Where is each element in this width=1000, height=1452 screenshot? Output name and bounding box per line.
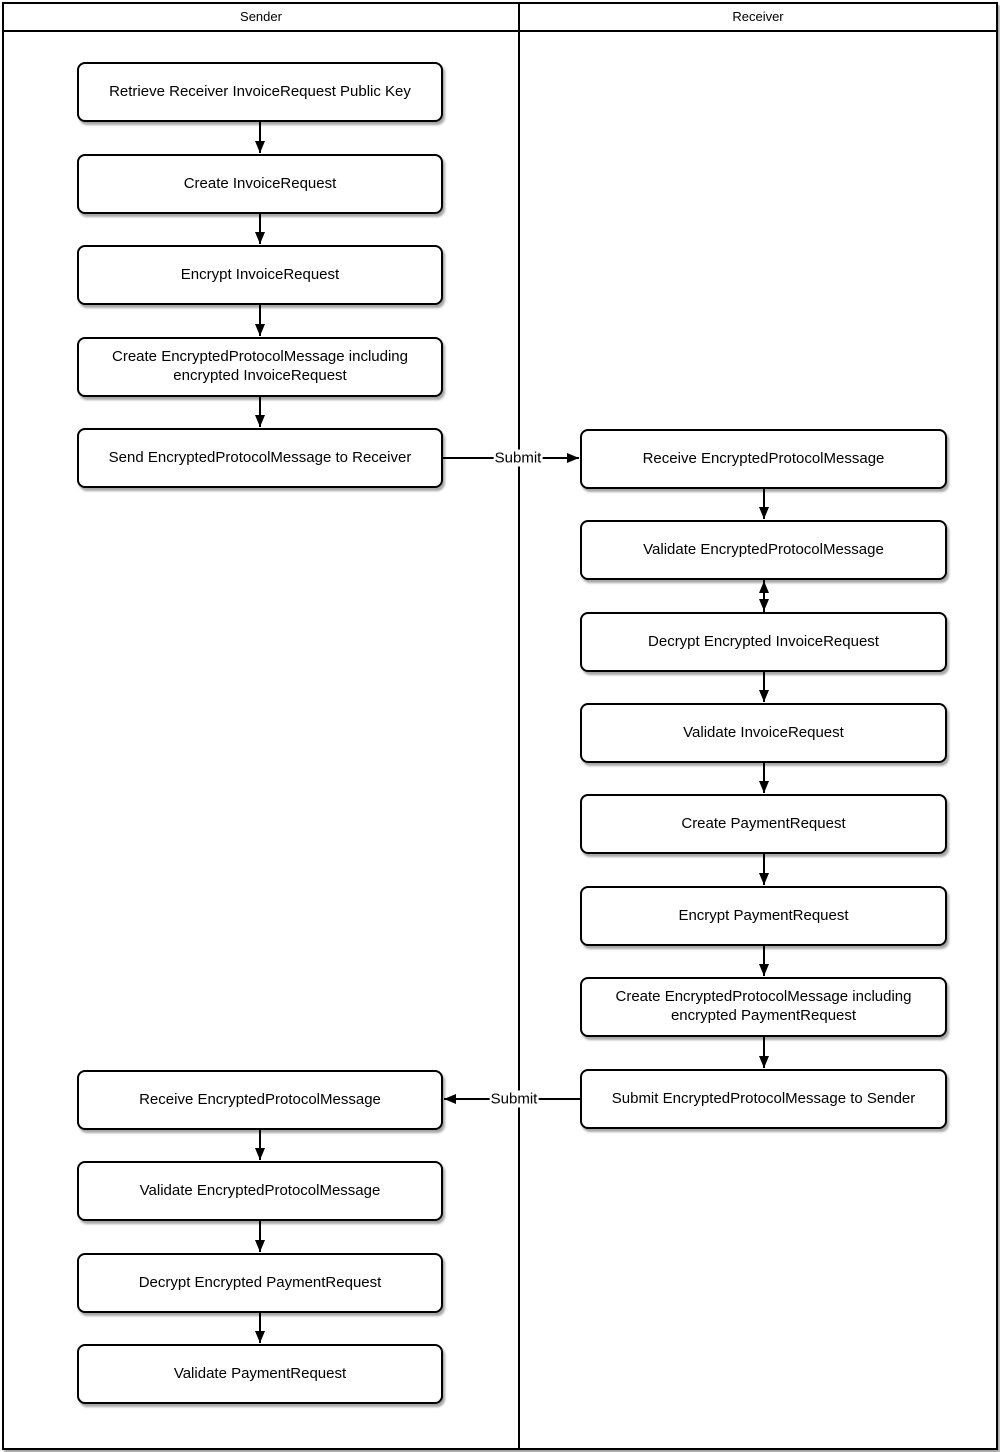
node-create-encryptedprotocolmessage-payment: Create EncryptedProtocolMessage includin… <box>580 977 947 1037</box>
node-create-invoicerequest: Create InvoiceRequest <box>77 154 443 214</box>
node-submit-encryptedprotocolmessage: Submit EncryptedProtocolMessage to Sende… <box>580 1069 947 1129</box>
node-receive-encryptedprotocolmessage-receiver: Receive EncryptedProtocolMessage <box>580 429 947 489</box>
node-send-encryptedprotocolmessage: Send EncryptedProtocolMessage to Receive… <box>77 428 443 488</box>
node-receive-encryptedprotocolmessage-sender: Receive EncryptedProtocolMessage <box>77 1070 443 1130</box>
node-validate-invoicerequest: Validate InvoiceRequest <box>580 703 947 763</box>
edge-label-submit-to-sender: Submit <box>489 1090 539 1108</box>
lane-header-separator <box>2 30 998 32</box>
node-decrypt-encrypted-invoicerequest: Decrypt Encrypted InvoiceRequest <box>580 612 947 672</box>
lane-divider <box>518 2 520 1450</box>
node-encrypt-invoicerequest: Encrypt InvoiceRequest <box>77 245 443 305</box>
node-retrieve-receiver-public-key: Retrieve Receiver InvoiceRequest Public … <box>77 62 443 122</box>
node-validate-encryptedprotocolmessage-sender: Validate EncryptedProtocolMessage <box>77 1161 443 1221</box>
node-create-paymentrequest: Create PaymentRequest <box>580 794 947 854</box>
node-create-encryptedprotocolmessage-invoice: Create EncryptedProtocolMessage includin… <box>77 337 443 397</box>
lane-title-sender: Sender <box>240 8 282 24</box>
lane-title-receiver: Receiver <box>732 8 784 24</box>
edge-label-submit-to-receiver: Submit <box>493 449 543 467</box>
node-validate-encryptedprotocolmessage-receiver: Validate EncryptedProtocolMessage <box>580 520 947 580</box>
node-encrypt-paymentrequest: Encrypt PaymentRequest <box>580 886 947 946</box>
node-decrypt-encrypted-paymentrequest: Decrypt Encrypted PaymentRequest <box>77 1253 443 1313</box>
node-validate-paymentrequest: Validate PaymentRequest <box>77 1344 443 1404</box>
